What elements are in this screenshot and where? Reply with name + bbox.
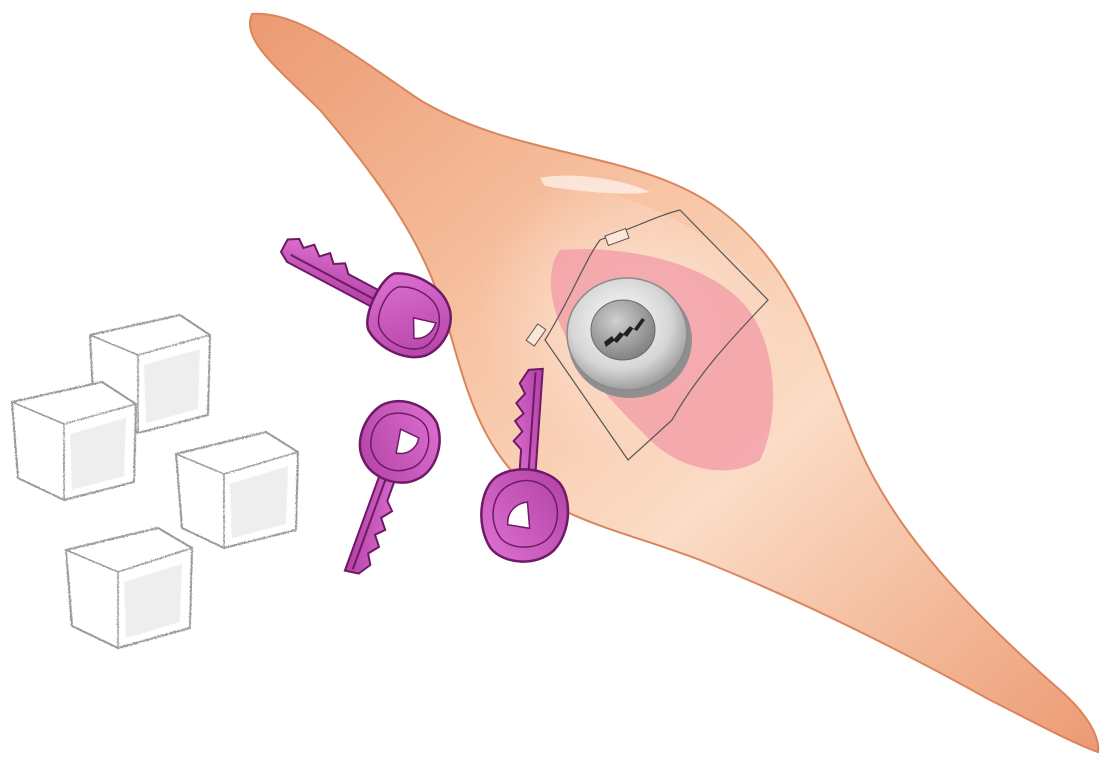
muscle-cell-highlight <box>540 175 650 194</box>
sugar-cube-4 <box>64 526 194 650</box>
membrane-section-outline <box>544 209 769 461</box>
membrane-tab-left <box>525 323 547 347</box>
sugar-cube-3 <box>174 430 300 550</box>
membrane-tab-top <box>604 227 630 247</box>
sugar-cube-2 <box>10 380 138 502</box>
insulin-receptor <box>525 209 774 471</box>
sugar-cubes <box>10 313 300 650</box>
lock-icon <box>566 277 692 398</box>
insulin-key-2 <box>343 400 441 575</box>
insulin-key-3 <box>480 367 570 563</box>
keyhole-icon <box>604 318 645 347</box>
insulin-key-1 <box>279 237 452 359</box>
